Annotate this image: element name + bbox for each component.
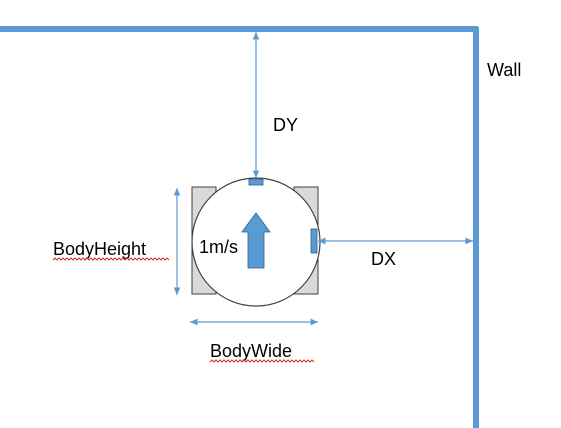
wall (0, 26, 479, 428)
wall-label: Wall (487, 60, 521, 80)
body-wide-label: BodyWide (210, 341, 292, 361)
front-sensor (248, 178, 264, 186)
up-arrow-icon (241, 212, 271, 269)
body-height-spell-underline (52, 257, 170, 261)
speed-label: 1m/s (199, 237, 238, 257)
side-sensor (310, 228, 318, 254)
dy-label: DY (273, 115, 298, 135)
dx-label: DX (371, 249, 396, 269)
body-wide-spell-underline (209, 359, 315, 363)
body-height-label: BodyHeight (53, 239, 146, 259)
